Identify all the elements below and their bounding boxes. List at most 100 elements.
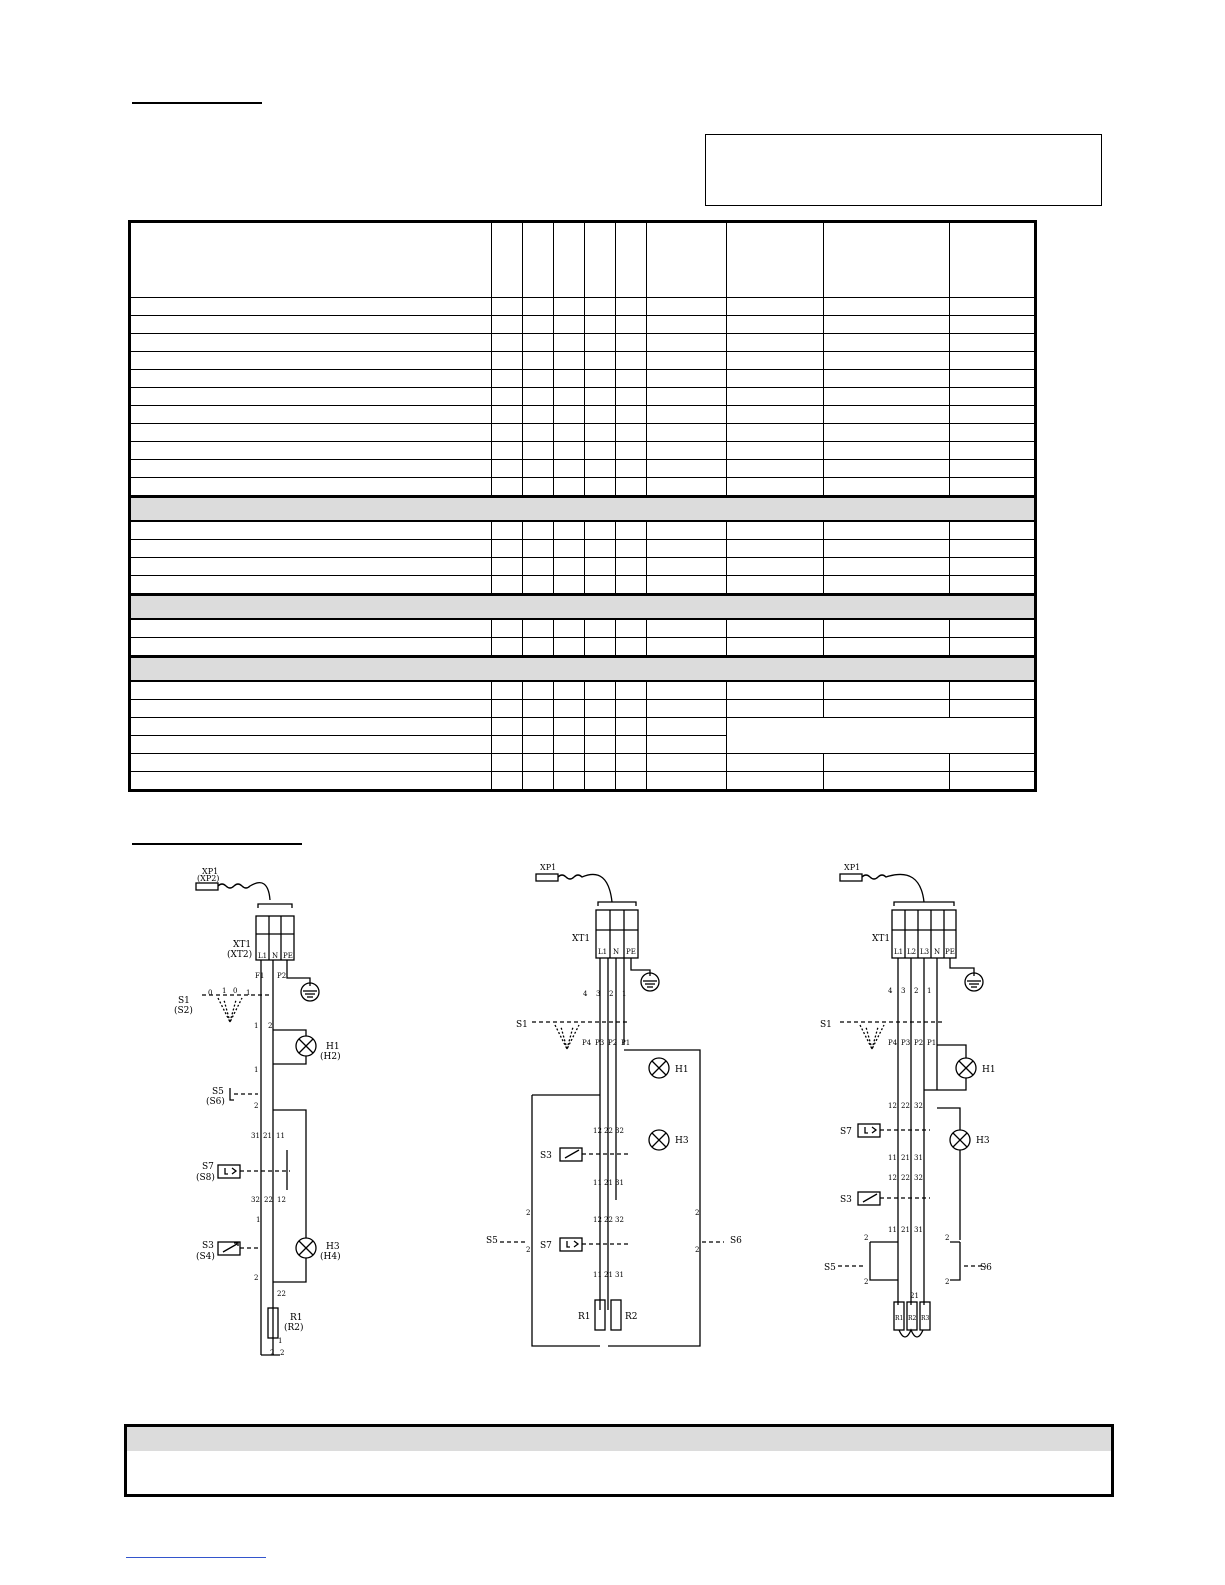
table-cell [584, 441, 616, 460]
label-r1-left: R1 [290, 1313, 303, 1323]
table-cell [615, 387, 647, 406]
table-row [129, 221, 1036, 298]
table-row [129, 557, 1036, 576]
label-r2-right: R2 [908, 1315, 917, 1322]
table-cell [823, 680, 950, 700]
table-cell [646, 753, 727, 772]
table-cell [949, 618, 1036, 638]
table-cell [823, 520, 950, 540]
table-cell [491, 221, 523, 298]
label-s3-right: S3 [840, 1195, 852, 1205]
table-cell [949, 680, 1036, 700]
label-xp1-left: XP1 [202, 867, 218, 876]
label-xp2-left: (XP2) [197, 874, 219, 883]
table-cell [615, 315, 647, 334]
table-cell [615, 618, 647, 638]
table-cell [129, 655, 1036, 682]
table-cell [615, 539, 647, 558]
table-cell [726, 618, 824, 638]
label-s6-left: (S6) [206, 1096, 225, 1107]
table-cell [584, 387, 616, 406]
table-cell [129, 717, 492, 736]
table-cell [823, 441, 950, 460]
switch-pos-0: 0 [208, 989, 212, 997]
table-row [129, 618, 1036, 638]
table-cell [491, 520, 523, 540]
table-cell [522, 680, 554, 700]
label-xt1-left: XT1 [233, 940, 251, 950]
pin-label: 2 [945, 1234, 949, 1242]
table-cell [615, 699, 647, 718]
pin-label: 12 [888, 1102, 897, 1110]
table-cell [615, 680, 647, 700]
pin-label: 21 [901, 1226, 910, 1234]
label-h3-right: H3 [976, 1136, 990, 1146]
table-cell [646, 699, 727, 718]
pin-label: 2 [695, 1246, 699, 1254]
pin-label: 31 [615, 1271, 624, 1279]
table-cell [491, 753, 523, 772]
label-r2-mid: R2 [625, 1312, 638, 1322]
pin-label: P3 [595, 1039, 604, 1047]
label-s5-right: S5 [824, 1263, 836, 1273]
pin-label: 12 [593, 1127, 602, 1135]
table-section-band [129, 655, 1036, 682]
table-cell [129, 771, 492, 791]
label-s4-left: (S4) [196, 1251, 215, 1262]
label-h4-left: (H4) [320, 1251, 341, 1262]
table-cell [726, 221, 824, 298]
pin-label: 2 [914, 987, 918, 995]
table-cell [553, 735, 585, 754]
table-cell [491, 680, 523, 700]
table-cell [522, 699, 554, 718]
table-cell [726, 680, 824, 700]
pin-label: 22 [604, 1127, 613, 1135]
pin-label: 21 [910, 1292, 919, 1300]
diagram-mid: XP1 L1 N PE XT1 S1 H1 H3 [486, 863, 742, 1347]
table-section-band [129, 495, 1036, 522]
table-cell [522, 557, 554, 576]
table-cell [823, 637, 950, 657]
pin-label: 12 [888, 1174, 897, 1182]
table-cell [584, 618, 616, 638]
table-cell [129, 575, 492, 595]
table-cell [615, 637, 647, 657]
table-cell [823, 575, 950, 595]
table-cell [491, 459, 523, 478]
table-cell [522, 771, 554, 791]
table-cell [553, 717, 585, 736]
table-cell [522, 221, 554, 298]
table-cell [726, 699, 824, 718]
table-cell [949, 637, 1036, 657]
table-cell [491, 423, 523, 442]
table-cell [615, 477, 647, 497]
pin-label: 22 [901, 1174, 910, 1182]
table-cell [949, 520, 1036, 540]
pin-label: 31 [914, 1226, 923, 1234]
terminal-n-right: N [934, 948, 940, 956]
table-cell [646, 221, 727, 298]
label-s3-left: S3 [202, 1241, 214, 1251]
pin-label: P4 [888, 1039, 898, 1047]
pin-label: P2 [914, 1039, 923, 1047]
pin-label: P3 [901, 1039, 910, 1047]
pin-label: 1 [927, 987, 931, 995]
label-s5-mid: S5 [486, 1236, 498, 1246]
terminal-pe-left: PE [283, 952, 293, 960]
table-cell [584, 717, 616, 736]
table-cell [615, 459, 647, 478]
table-cell [522, 735, 554, 754]
table-cell [646, 351, 727, 370]
label-s6-mid: S6 [730, 1236, 742, 1246]
table-cell [584, 520, 616, 540]
table-cell [615, 753, 647, 772]
pin-label: 21 [263, 1132, 272, 1140]
table-cell [129, 351, 492, 370]
label-s1-left: S1 [178, 996, 190, 1006]
table-cell [491, 333, 523, 352]
table-cell [129, 699, 492, 718]
table-row [129, 735, 1036, 754]
table-cell [726, 423, 824, 442]
table-cell [491, 405, 523, 424]
table-cell [129, 441, 492, 460]
